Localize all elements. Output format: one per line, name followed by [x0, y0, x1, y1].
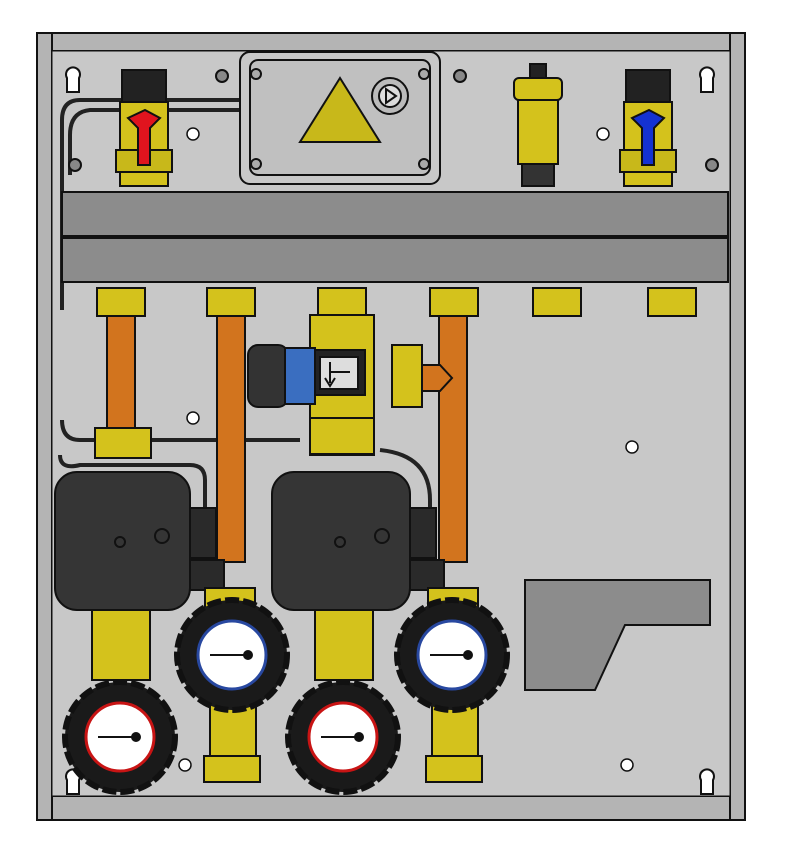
control-box: [239, 51, 441, 185]
top-rail: [36, 32, 746, 52]
mixing-valve: [247, 314, 423, 456]
air-vent: [513, 63, 563, 187]
right-pump: [271, 471, 445, 611]
temperature-gauge-return-left: [174, 597, 290, 713]
cables: [58, 98, 432, 520]
right-rail: [729, 32, 746, 821]
left-rail: [36, 32, 53, 821]
temperature-gauge-hot-left: [62, 679, 178, 795]
warning-triangle-icon: [298, 76, 382, 143]
manifold-couplings: [94, 287, 697, 459]
flow-arrow-icon: [324, 362, 350, 388]
keyhole-slots: [65, 66, 715, 795]
bracket-plate: [524, 579, 711, 691]
hot-ball-valve: [115, 69, 173, 187]
left-pump: [54, 471, 225, 611]
bottom-rail: [36, 795, 746, 821]
cold-ball-valve: [619, 69, 677, 187]
manifold-bar: [61, 191, 729, 283]
temperature-gauge-hot-right: [285, 679, 401, 795]
temperature-gauge-return-right: [394, 597, 510, 713]
mounting-holes: [178, 127, 639, 772]
